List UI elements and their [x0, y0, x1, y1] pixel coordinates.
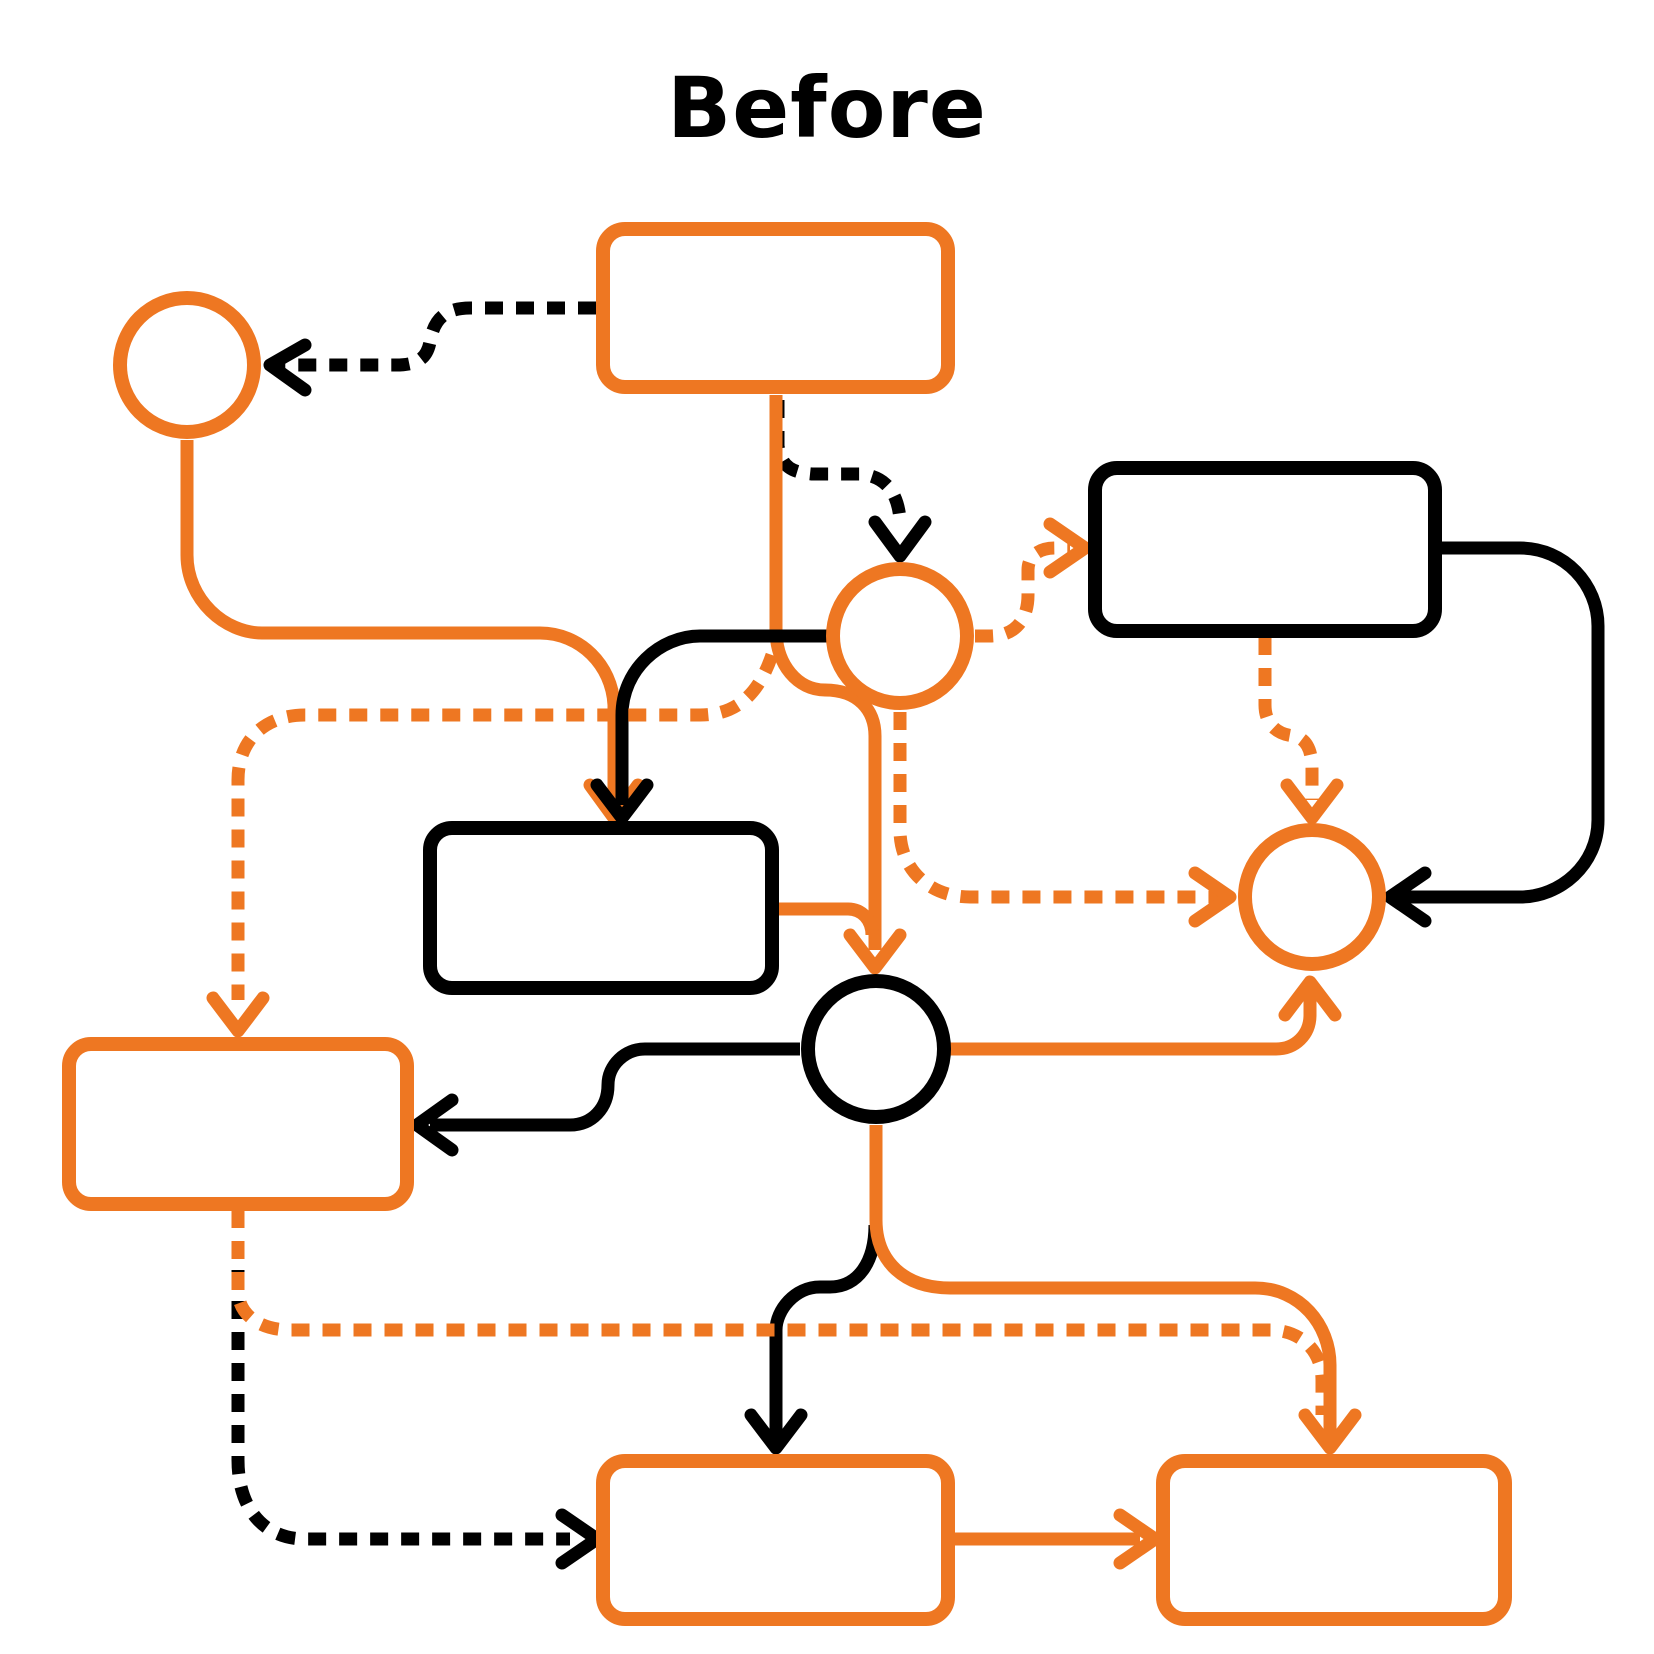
edge-circle-lower-to-box-bottom-right — [869, 1125, 1362, 1455]
edge-circle-center-to-box-left — [206, 652, 779, 1038]
edge-box-bottom-center-to-box-bottom-right — [950, 1508, 1162, 1570]
edge-box-top-to-circle-lower — [769, 395, 907, 975]
edge-circle-top-left-to-box-middle — [180, 440, 645, 825]
edge-box-top-to-circle-center — [771, 400, 932, 563]
node-box-bottom-right — [1156, 1454, 1512, 1626]
edge-box-middle-to-circle-lower — [778, 902, 879, 936]
edge-box-top-to-circle-top-left — [263, 301, 596, 397]
node-box-bottom-center — [596, 1454, 955, 1626]
edge-circle-lower-to-box-bottom-center — [744, 1224, 882, 1455]
node-circle-center — [826, 562, 974, 710]
edge-circle-center-to-circle-right — [893, 712, 1237, 928]
node-box-middle — [423, 821, 779, 995]
node-circle-right — [1238, 823, 1386, 971]
node-box-right — [1088, 461, 1442, 638]
node-circle-top-left — [113, 291, 261, 439]
edge-box-left-to-box-bottom-right — [231, 1210, 1329, 1415]
edge-circle-lower-to-box-left — [410, 1042, 800, 1157]
edge-circle-lower-to-circle-right — [950, 975, 1342, 1056]
edge-box-left-to-box-bottom-center — [231, 1270, 604, 1570]
edge-box-right-to-circle-right — [1383, 541, 1605, 928]
node-box-left — [62, 1037, 414, 1211]
edge-box-right-to-circle-right-dotted — [1258, 637, 1344, 825]
node-box-top — [596, 222, 955, 394]
node-circle-lower — [801, 974, 951, 1124]
edge-circle-center-to-box-right — [975, 517, 1092, 643]
diagram-title: Before — [667, 59, 987, 157]
edge-circle-center-to-box-middle — [590, 629, 832, 825]
